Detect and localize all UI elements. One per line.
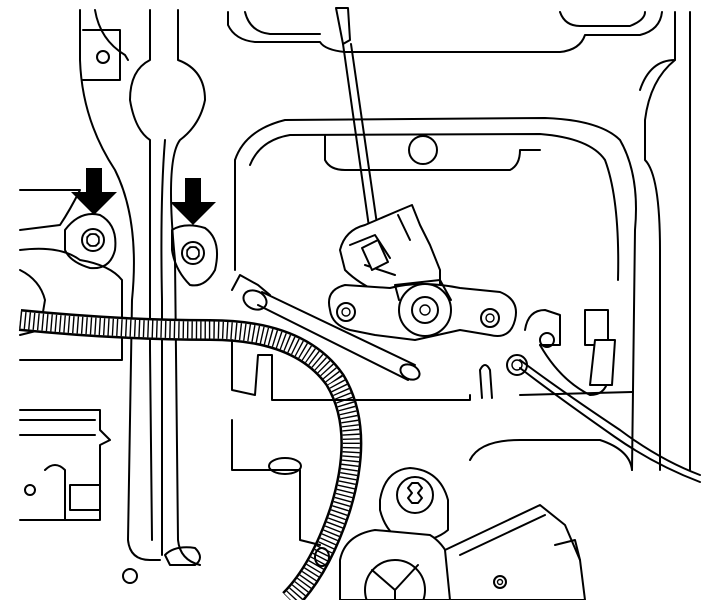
wiring-harness (18, 309, 363, 600)
lock-rod (335, 7, 381, 249)
door-latch-assembly (328, 204, 517, 341)
release-cable (231, 274, 421, 381)
lower-panel (231, 339, 633, 567)
mount-right (171, 224, 218, 287)
mount-left (64, 213, 117, 270)
door-frame (79, 9, 691, 566)
right-wire (506, 309, 701, 483)
window-motor (339, 467, 586, 600)
left-window-regulator-area (19, 189, 201, 584)
down-arrow-icon (71, 168, 117, 215)
down-arrow-icon (170, 178, 216, 225)
